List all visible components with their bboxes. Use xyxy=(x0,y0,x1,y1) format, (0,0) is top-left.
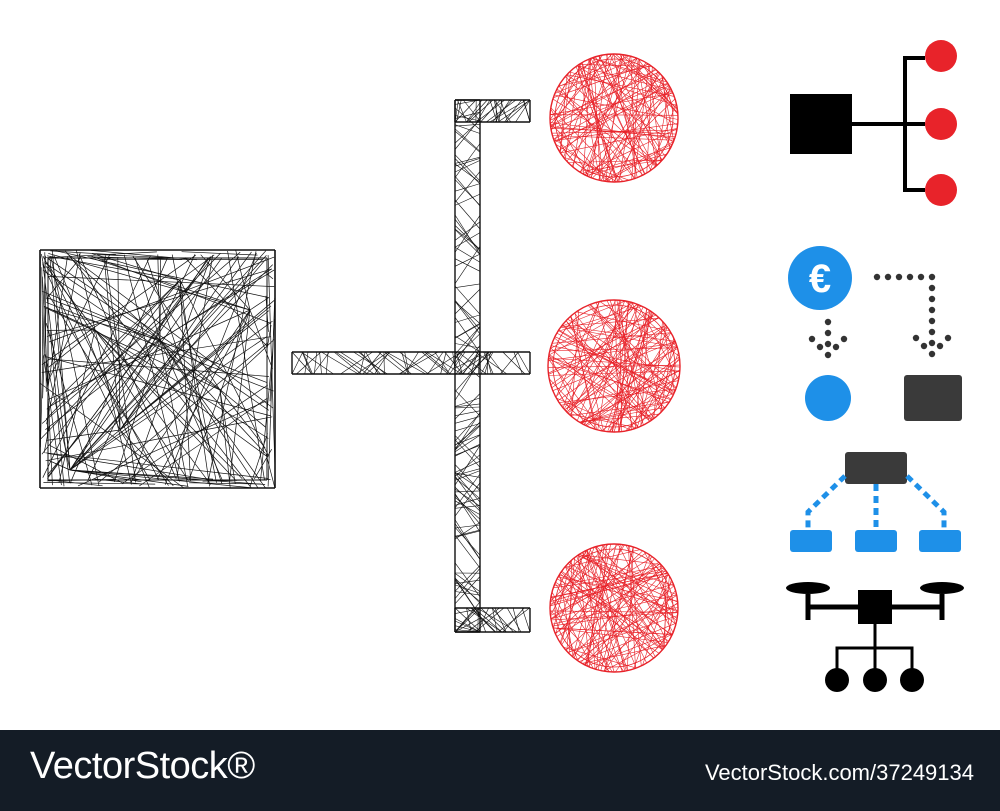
euro-flowchart-icon: € xyxy=(788,246,962,421)
hierarchy-root-square xyxy=(790,94,852,154)
euro-symbol: € xyxy=(809,257,831,301)
brand-logo-text[interactable]: VectorStock® xyxy=(30,745,255,787)
hierarchy-node-dot xyxy=(925,108,957,140)
drone-hierarchy-icon xyxy=(786,582,964,692)
hierarchy-child-box xyxy=(790,530,832,552)
drone-node xyxy=(900,668,924,692)
hierarchy-top-box xyxy=(845,452,907,484)
hierarchy-child-box xyxy=(855,530,897,552)
wireframe-node-middle xyxy=(547,299,681,433)
wireframe-connector-bar xyxy=(291,99,531,633)
drone-propeller xyxy=(920,582,964,594)
flow-target-circle xyxy=(805,375,851,421)
drone-node xyxy=(863,668,887,692)
hierarchy-node-dot xyxy=(925,174,957,206)
drone-node xyxy=(825,668,849,692)
footer-bar: VectorStock® VectorStock.com/37249134 xyxy=(0,730,1000,811)
euro-coin xyxy=(788,246,852,310)
hierarchy-node-dot xyxy=(925,40,957,72)
stock-id-text: VectorStock.com/37249134 xyxy=(704,760,974,785)
wireframe-root-square xyxy=(39,249,276,489)
illustration-canvas: € xyxy=(39,40,964,692)
hierarchy-icon xyxy=(790,40,957,206)
hierarchy-dotted-icon xyxy=(790,452,961,552)
hierarchy-child-box xyxy=(919,530,961,552)
wireframe-node-top xyxy=(549,53,679,183)
drone-propeller xyxy=(786,582,830,594)
flow-target-square xyxy=(904,375,962,421)
wireframe-node-bottom xyxy=(549,543,679,673)
wireframe-hierarchy-icon xyxy=(39,53,681,673)
